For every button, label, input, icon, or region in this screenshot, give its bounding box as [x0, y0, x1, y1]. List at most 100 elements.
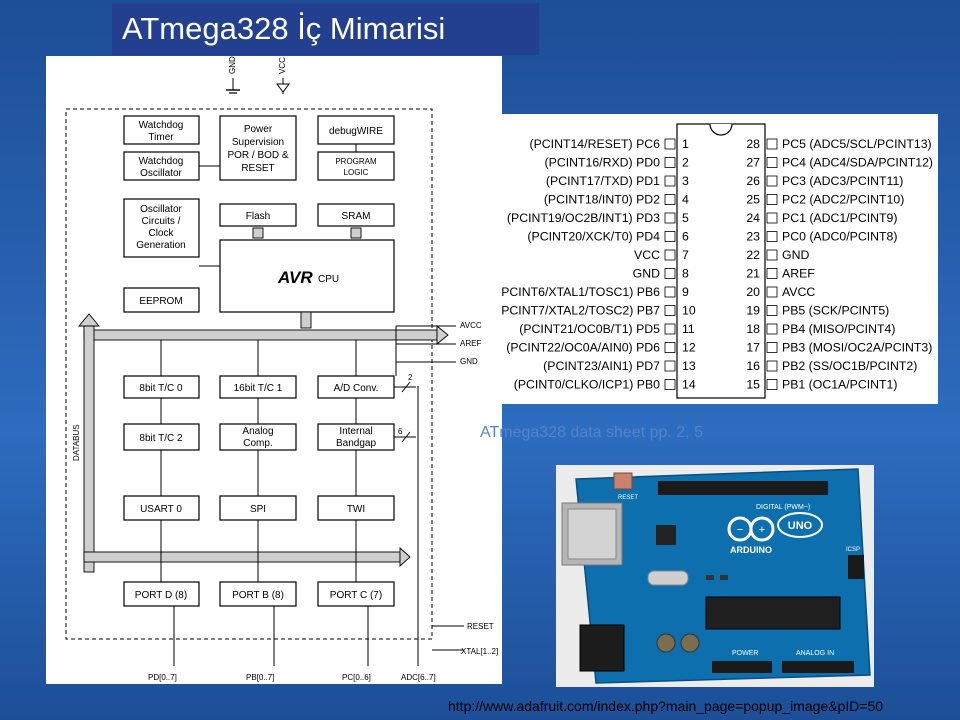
- svg-text:PROGRAM: PROGRAM: [335, 157, 377, 166]
- pin-number: 26: [746, 174, 760, 188]
- pin-pad: [664, 379, 676, 390]
- slide-title: ATmega328 İç Mimarisi: [112, 3, 539, 55]
- pin-pad: [766, 286, 778, 298]
- port-d-block: [123, 581, 200, 607]
- svg-text:8bit T/C 0: 8bit T/C 0: [139, 383, 183, 394]
- svg-text:PD[0..7]: PD[0..7]: [148, 673, 177, 682]
- svg-text:Power: Power: [244, 124, 273, 135]
- pin-pad: [766, 194, 778, 205]
- pin-label-right: PB4 (MISO/PCINT4): [782, 322, 895, 336]
- pin-pad: [766, 305, 778, 316]
- svg-text:Oscillator: Oscillator: [140, 204, 182, 215]
- flash-block: [219, 203, 297, 227]
- watchdog-oscillator-block: [123, 151, 200, 181]
- pin-number: 12: [682, 341, 696, 355]
- pin-pad: [664, 157, 676, 168]
- svg-text:POR / BOD &: POR / BOD &: [227, 150, 288, 161]
- svg-text:ICSP: ICSP: [846, 547, 860, 553]
- pin-pad: [664, 323, 676, 335]
- pin-number: 9: [682, 285, 689, 299]
- svg-text:EEPROM: EEPROM: [139, 296, 182, 307]
- pin-label-left: (PCINT16/RXD) PD0: [545, 156, 661, 170]
- pin-pad: [664, 305, 676, 316]
- pin-label-left: (PCINT17/TXD) PD1: [546, 174, 660, 188]
- svg-text:AVCC: AVCC: [460, 321, 482, 330]
- svg-text:USART 0: USART 0: [140, 504, 182, 515]
- svg-text:16bit T/C 1: 16bit T/C 1: [234, 383, 283, 394]
- source-url[interactable]: http://www.adafruit.com/index.php?main_p…: [448, 698, 884, 714]
- svg-text:ADC[6..7]: ADC[6..7]: [401, 673, 436, 682]
- pin-label-right: PC3 (ADC3/PCINT11): [782, 174, 903, 188]
- pin-number: 22: [746, 248, 760, 262]
- pin-number: 13: [682, 359, 696, 373]
- pin-pad: [766, 323, 778, 335]
- pin-label-right: PB2 (SS/OC1B/PCINT2): [782, 359, 917, 373]
- svg-text:Supervision: Supervision: [232, 137, 284, 148]
- svg-text:PORT B (8): PORT B (8): [232, 590, 284, 601]
- svg-text:RESET: RESET: [241, 163, 274, 174]
- pin-number: 11: [682, 322, 695, 336]
- pin-label-right: PC1 (ADC1/PCINT9): [782, 211, 897, 225]
- pin-label-left: (PCINT0/CLKO/ICP1) PB0: [514, 378, 660, 392]
- pin-number: 25: [746, 193, 760, 207]
- pin-number: 5: [682, 211, 689, 225]
- pin-label-right: PB3 (MOSI/OC2A/PCINT3): [782, 341, 932, 355]
- pin-number: 28: [746, 137, 760, 151]
- svg-text:A/D Conv.: A/D Conv.: [334, 383, 379, 394]
- pin-label-left: (PCINT23/AIN1) PD7: [543, 359, 660, 373]
- pin-pad: [664, 175, 676, 187]
- svg-text:Watchdog: Watchdog: [139, 120, 184, 131]
- pin-pad: [766, 157, 778, 168]
- svg-text:SPI: SPI: [250, 504, 266, 515]
- svg-text:debugWIRE: debugWIRE: [329, 126, 383, 137]
- svg-text:POWER: POWER: [732, 650, 758, 657]
- svg-text:Circuits /: Circuits /: [142, 216, 181, 227]
- svg-text:GND: GND: [460, 357, 478, 366]
- pin-number: 10: [682, 304, 696, 318]
- pin-pad: [664, 138, 676, 150]
- pin-label-right: PC5 (ADC5/SCL/PCINT13): [782, 137, 932, 151]
- pin-pad: [766, 268, 778, 279]
- pin-pad: [766, 138, 778, 150]
- cpu-block: [219, 239, 395, 313]
- pin-number: 24: [746, 211, 760, 225]
- pin-label-left: PCINT6/XTAL1/TOSC1) PB6: [502, 285, 660, 299]
- pin-label-right: PC4 (ADC4/SDA/PCINT12): [782, 156, 933, 170]
- eeprom-block: [123, 287, 200, 313]
- avr-logo: AVR: [277, 268, 313, 287]
- pin-pad: [664, 231, 676, 242]
- svg-text:LOGIC: LOGIC: [344, 168, 369, 177]
- svg-text:−: −: [737, 524, 743, 536]
- pin-label-left: PCINT7/XTAL2/TOSC2) PB7: [502, 304, 660, 318]
- svg-text:Flash: Flash: [246, 211, 270, 222]
- svg-text:ANALOG IN: ANALOG IN: [796, 650, 834, 657]
- pin-number: 1: [682, 137, 689, 151]
- svg-text:XTAL[1..2]: XTAL[1..2]: [461, 647, 498, 656]
- svg-text:RESET: RESET: [467, 622, 494, 631]
- svg-text:2: 2: [408, 373, 413, 382]
- program-logic-block: [317, 151, 395, 181]
- svg-text:PB[0..7]: PB[0..7]: [246, 673, 274, 682]
- port-c-block: [317, 581, 395, 607]
- spi-block: [219, 495, 297, 521]
- pin-pad: [766, 175, 778, 187]
- pin-label-right: PB5 (SCK/PCINT5): [782, 304, 889, 318]
- icsp-header: [848, 555, 864, 579]
- pin-label-right: PB1 (OC1A/PCINT1): [782, 378, 897, 392]
- pin-number: 2: [682, 156, 689, 170]
- internal-bus-2: [83, 551, 401, 563]
- svg-text:DIGITAL (PWM~): DIGITAL (PWM~): [756, 504, 810, 511]
- analog-header: [782, 661, 854, 673]
- svg-text:6: 6: [398, 427, 403, 436]
- atmega-chip: [705, 596, 841, 630]
- watchdog-timer-block: [123, 115, 200, 145]
- pin-pad: [766, 231, 778, 242]
- svg-text:PC[0..6]: PC[0..6]: [342, 673, 371, 682]
- datasheet-caption: ATmega328 data sheet pp. 2, 5: [480, 424, 703, 441]
- pin-label-left: (PCINT14/RESET) PC6: [529, 137, 660, 151]
- pin-label-right: PC0 (ADC0/PCINT8): [782, 230, 897, 244]
- pin-vcc-label: VCC: [278, 57, 287, 74]
- pin-pad: [664, 268, 676, 279]
- svg-text:Clock: Clock: [148, 228, 174, 239]
- pin-number: 17: [746, 341, 760, 355]
